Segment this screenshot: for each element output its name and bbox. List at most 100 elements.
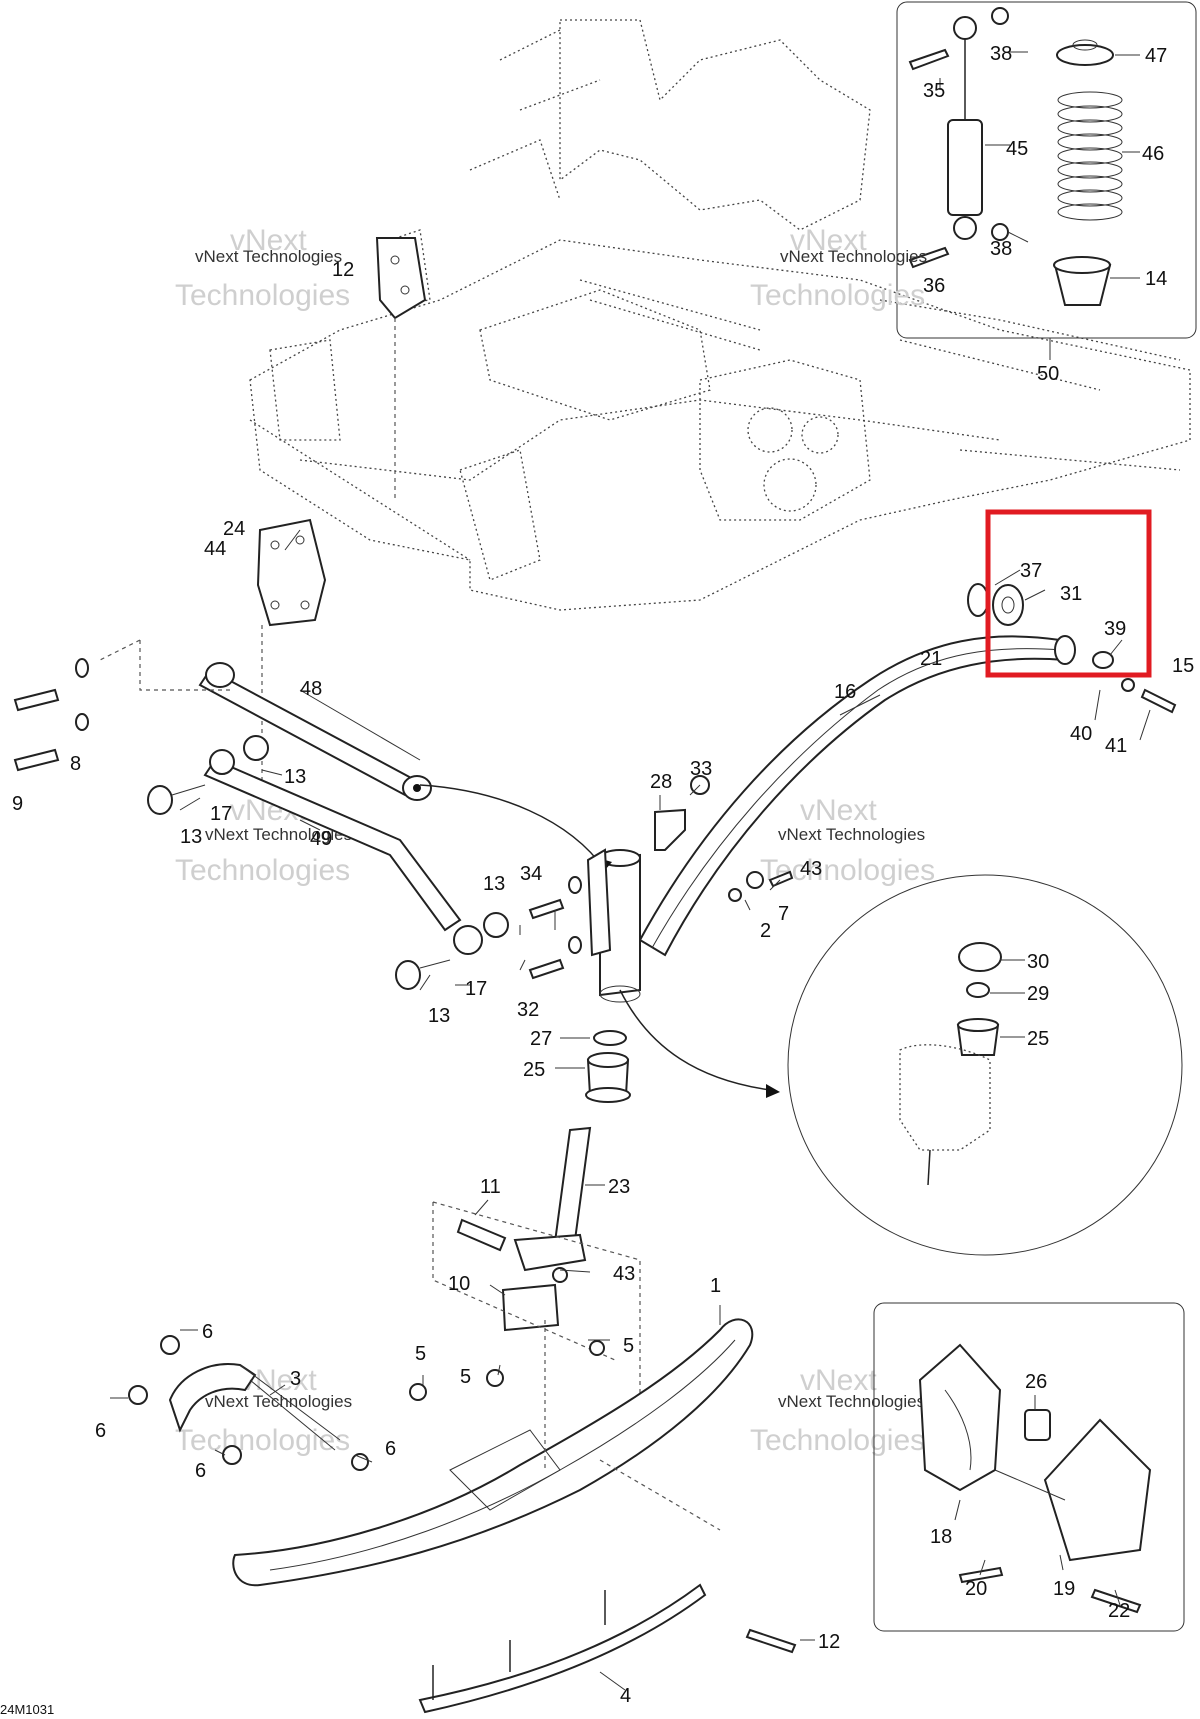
label-44: 44 <box>204 538 226 560</box>
watermark-bottom-left: vNext vNext Technologies Technologies <box>175 1364 352 1457</box>
svg-text:vNext Technologies: vNext Technologies <box>780 247 927 266</box>
label-30: 30 <box>1027 951 1049 973</box>
label-25-inset: 25 <box>1027 1028 1049 1050</box>
label-13-d: 13 <box>428 1005 450 1027</box>
svg-text:Technologies: Technologies <box>175 1424 350 1457</box>
watermark-top-left: vNext vNext Technologies Technologies <box>175 224 350 312</box>
label-6-a: 6 <box>202 1321 213 1343</box>
radius-rod-49 <box>203 735 509 955</box>
ski-1 <box>232 1318 754 1587</box>
svg-text:vNext Technologies: vNext Technologies <box>778 825 925 844</box>
radius-rod-48 <box>198 662 612 871</box>
label-46: 46 <box>1142 143 1164 165</box>
part-labels: 38 47 35 45 46 38 36 14 50 12 37 31 39 1… <box>0 43 1194 1717</box>
label-3: 3 <box>290 1368 301 1390</box>
label-23: 23 <box>608 1176 630 1198</box>
svg-text:Technologies: Technologies <box>760 854 935 887</box>
label-50: 50 <box>1037 363 1059 385</box>
svg-text:Technologies: Technologies <box>175 279 350 312</box>
svg-text:vNext: vNext <box>800 794 877 827</box>
label-12-top: 12 <box>332 259 354 281</box>
label-48: 48 <box>300 678 322 700</box>
label-2: 2 <box>760 920 771 942</box>
label-17-a: 17 <box>210 803 232 825</box>
label-9: 9 <box>12 793 23 815</box>
label-14: 14 <box>1145 268 1167 290</box>
label-8: 8 <box>70 753 81 775</box>
label-15: 15 <box>1172 655 1194 677</box>
watermark-top-right: vNext vNext Technologies Technologies <box>750 224 927 312</box>
label-18: 18 <box>930 1526 952 1548</box>
svg-text:Technologies: Technologies <box>750 279 925 312</box>
label-38-bottom: 38 <box>990 238 1012 260</box>
label-5-a: 5 <box>415 1343 426 1365</box>
svg-text:vNext: vNext <box>800 1364 877 1397</box>
label-5-b: 5 <box>460 1366 471 1388</box>
label-38-top: 38 <box>990 43 1012 65</box>
label-13-b: 13 <box>180 826 202 848</box>
label-16: 16 <box>834 681 856 703</box>
label-41: 41 <box>1105 735 1127 757</box>
shock-assembly-inset <box>896 1 1197 339</box>
label-17-b: 17 <box>465 978 487 1000</box>
svg-text:vNext Technologies: vNext Technologies <box>778 1392 925 1411</box>
label-5-c: 5 <box>623 1335 634 1357</box>
label-4: 4 <box>620 1685 631 1707</box>
svg-text:vNext Technologies: vNext Technologies <box>205 1392 352 1411</box>
bushings-37-31-39 <box>967 583 1177 714</box>
label-25: 25 <box>523 1059 545 1081</box>
label-10: 10 <box>448 1273 470 1295</box>
label-37: 37 <box>1020 560 1042 582</box>
label-27: 27 <box>530 1028 552 1050</box>
label-34: 34 <box>520 863 542 885</box>
wear-bar-4 <box>418 1583 797 1714</box>
label-43-mid: 43 <box>613 1263 635 1285</box>
highlight-box <box>985 509 1152 678</box>
bracket-12 <box>375 237 427 500</box>
nuts-13-17 <box>147 784 451 990</box>
label-1: 1 <box>710 1275 721 1297</box>
label-26: 26 <box>1025 1371 1047 1393</box>
label-28: 28 <box>650 771 672 793</box>
label-6-b: 6 <box>95 1420 106 1442</box>
label-13-c: 13 <box>483 873 505 895</box>
svg-text:Technologies: Technologies <box>750 1424 925 1457</box>
label-22: 22 <box>1108 1600 1130 1622</box>
spindle-assembly <box>432 1030 641 1395</box>
label-20: 20 <box>965 1578 987 1600</box>
label-45: 45 <box>1006 138 1028 160</box>
label-35: 35 <box>923 80 945 102</box>
label-43-top: 43 <box>800 858 822 880</box>
label-6-c: 6 <box>385 1438 396 1460</box>
label-6-d: 6 <box>195 1460 206 1482</box>
svg-text:vNext Technologies: vNext Technologies <box>195 247 342 266</box>
svg-text:Technologies: Technologies <box>175 854 350 887</box>
label-29: 29 <box>1027 983 1049 1005</box>
label-24: 24 <box>223 518 245 540</box>
svg-text:vNext: vNext <box>790 224 867 257</box>
label-12-bottom: 12 <box>818 1631 840 1653</box>
label-13-a: 13 <box>284 766 306 788</box>
ski-bracket-inset <box>873 1302 1185 1632</box>
leader-lines <box>110 51 1151 1691</box>
label-36: 36 <box>923 275 945 297</box>
svg-text:vNext: vNext <box>230 224 307 257</box>
spindle-top-inset <box>619 874 1183 1256</box>
label-31: 31 <box>1060 583 1082 605</box>
ski-handle-3 <box>128 1335 605 1471</box>
watermark-mid-right: vNext vNext Technologies Technologies <box>760 794 935 887</box>
label-32: 32 <box>517 999 539 1021</box>
label-40: 40 <box>1070 723 1092 745</box>
watermark-bottom-right: vNext vNext Technologies Technologies <box>750 1364 925 1457</box>
label-7: 7 <box>778 903 789 925</box>
bolts-9-8 <box>13 639 230 772</box>
label-47: 47 <box>1145 45 1167 67</box>
label-19: 19 <box>1053 1578 1075 1600</box>
svg-text:vNext Technologies: vNext Technologies <box>205 825 352 844</box>
label-39: 39 <box>1104 618 1126 640</box>
svg-text:vNext: vNext <box>240 1364 317 1397</box>
label-49: 49 <box>310 828 332 850</box>
steering-bracket <box>528 775 794 980</box>
label-33: 33 <box>690 758 712 780</box>
